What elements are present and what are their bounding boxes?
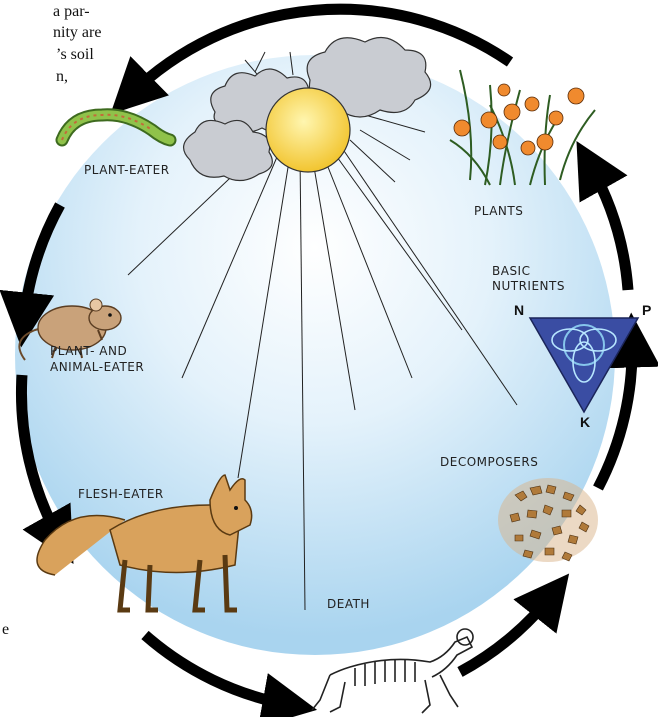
- label-basic-nutrients-line1: BASIC: [492, 263, 530, 279]
- label-plants: PLANTS: [474, 203, 523, 219]
- text-fragment-5: e: [2, 620, 9, 639]
- nutrient-n: N: [514, 302, 524, 318]
- text-fragment-3: ’s soil: [56, 45, 94, 64]
- nutrient-p: P: [642, 302, 651, 318]
- label-flesh-eater: FLESH-EATER: [78, 486, 164, 502]
- label-death: DEATH: [327, 596, 370, 612]
- label-plant-animal-eater-line2: ANIMAL-EATER: [50, 359, 144, 375]
- decomposers-illustration: [498, 478, 598, 562]
- label-decomposers: DECOMPOSERS: [440, 454, 538, 470]
- label-basic-nutrients-line2: NUTRIENTS: [492, 278, 565, 294]
- label-plant-eater: PLANT-EATER: [84, 162, 170, 178]
- text-fragment-2: nity are: [53, 23, 101, 42]
- text-fragment-1: a par-: [53, 2, 90, 21]
- sun: [266, 88, 350, 172]
- label-plant-animal-eater-line1: PLANT- AND: [50, 343, 127, 359]
- nutrient-k: K: [580, 414, 590, 430]
- text-fragment-4: n,: [56, 67, 68, 86]
